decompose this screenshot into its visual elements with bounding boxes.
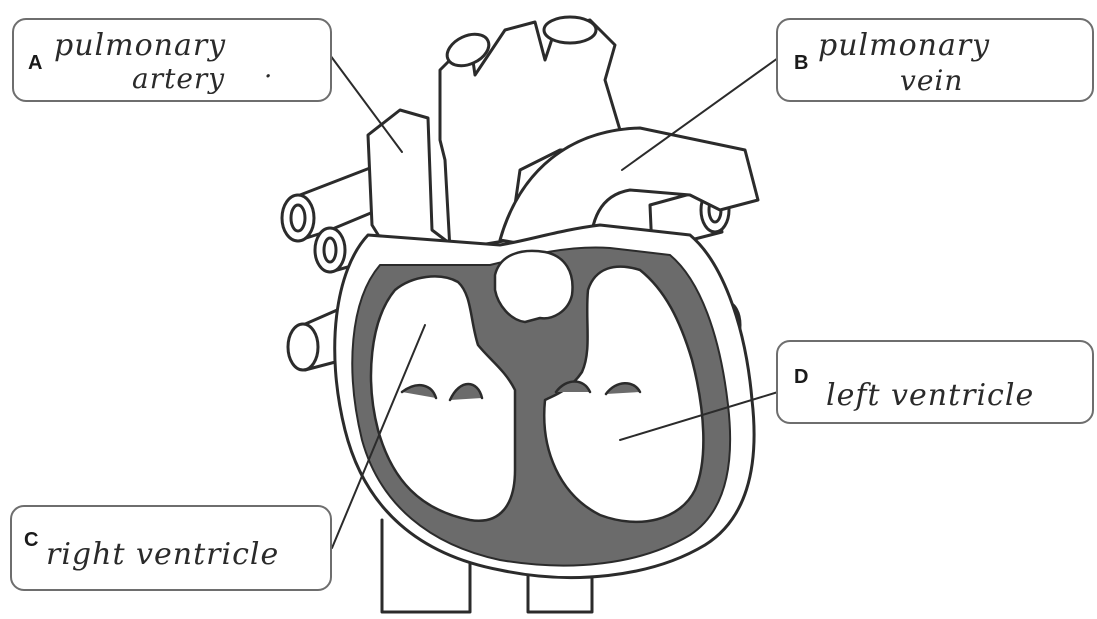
label-text-b-line2: vein (900, 64, 963, 97)
label-text-a-line2: artery (132, 62, 225, 95)
label-box-b: B pulmonary vein (776, 18, 1094, 102)
label-box-c: C right ventricle (10, 505, 332, 591)
label-text-d: left ventricle (826, 378, 1034, 413)
leader-line-a (330, 55, 402, 152)
label-text-b-line1: pulmonary (818, 28, 990, 63)
atrium-chamber (495, 251, 573, 322)
label-letter-c: C (24, 529, 38, 552)
label-letter-d: D (794, 366, 808, 389)
label-letter-a: A (28, 52, 42, 75)
label-mark-a: . (264, 54, 273, 84)
label-box-a: A pulmonary artery . (12, 18, 332, 102)
label-box-d: D left ventricle (776, 340, 1094, 424)
label-text-a-line1: pulmonary (54, 28, 226, 63)
label-text-c: right ventricle (46, 537, 279, 572)
label-letter-b: B (794, 52, 808, 75)
